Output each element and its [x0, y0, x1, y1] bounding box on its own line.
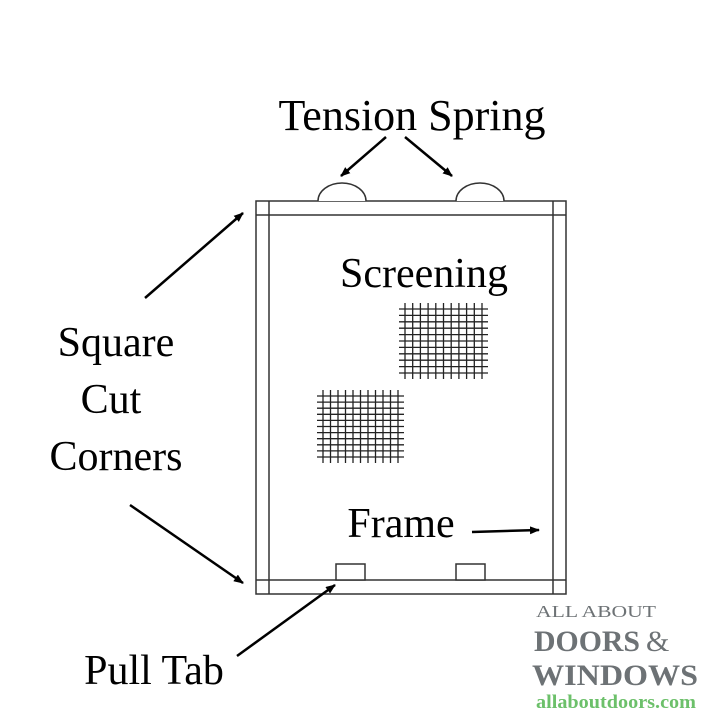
label-cut: Cut: [81, 377, 142, 423]
arrow-frame: [471, 526, 540, 535]
brand-logo: ALL ABOUT DOORS & WINDOWS allaboutdoors.…: [532, 602, 698, 712]
label-frame: Frame: [347, 501, 454, 547]
logo-line1: ALL ABOUT: [536, 602, 657, 621]
arrow-corner-top: [144, 212, 244, 299]
arrow-spring-left: [340, 136, 387, 177]
logo-ampersand: &: [646, 625, 669, 658]
label-tension-spring: Tension Spring: [278, 91, 545, 140]
screening-mesh-upper: [399, 303, 488, 379]
logo-line2: DOORS: [534, 625, 640, 658]
logo-line3: WINDOWS: [532, 659, 698, 692]
logo-url: allaboutdoors.com: [536, 692, 696, 712]
tension-spring-left: [317, 182, 367, 202]
pull-tab-left: [335, 563, 366, 581]
label-corners: Corners: [50, 434, 183, 480]
label-square: Square: [58, 320, 175, 366]
label-screening: Screening: [340, 251, 508, 297]
arrow-spring-right: [404, 136, 453, 177]
tension-spring-right: [455, 182, 505, 202]
arrow-corner-bottom: [129, 503, 244, 585]
arrow-pull-tab: [236, 583, 336, 658]
screening-mesh-lower: [317, 390, 404, 463]
screen-frame: [255, 200, 567, 595]
pull-tab-right: [455, 563, 486, 581]
label-pull-tab: Pull Tab: [84, 648, 224, 694]
